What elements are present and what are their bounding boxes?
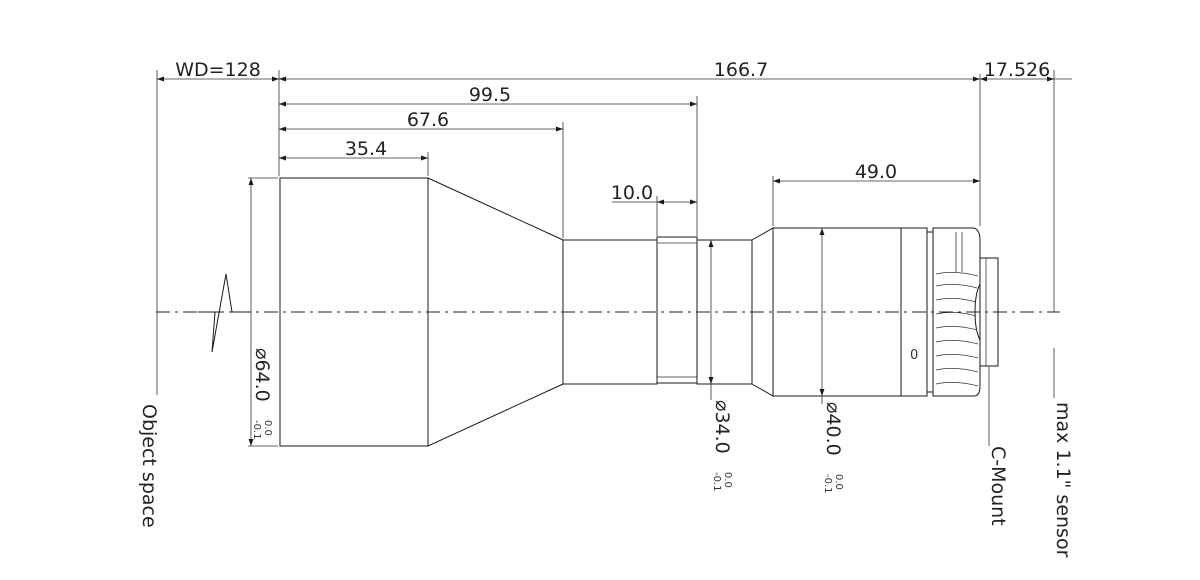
dim-67-6: 67.6 <box>407 109 449 131</box>
svg-text:-0.1: -0.1 <box>711 472 722 492</box>
svg-text:0.0: 0.0 <box>262 420 273 436</box>
extension-lines <box>156 70 1055 447</box>
svg-text:0.0: 0.0 <box>722 472 733 488</box>
dim-10-0: 10.0 <box>611 182 653 204</box>
label-object-space: Object space <box>138 404 160 528</box>
axis-break-symbol <box>198 273 245 353</box>
dim-wd: WD=128 <box>175 59 261 81</box>
svg-text:-0.1: -0.1 <box>251 420 262 440</box>
dim-99-5: 99.5 <box>469 84 511 106</box>
dim-dia-40: ⌀40.0 0.0 -0.1 <box>822 402 844 494</box>
label-c-mount: C-Mount <box>987 446 1009 526</box>
iris-ring-mark: 0 <box>910 348 918 363</box>
focus-ring <box>656 236 698 384</box>
svg-text:⌀64.0: ⌀64.0 <box>251 348 273 402</box>
dim-flange-back: 17.526 <box>984 59 1050 81</box>
svg-text:⌀40.0: ⌀40.0 <box>822 402 844 456</box>
svg-text:⌀34.0: ⌀34.0 <box>711 400 733 454</box>
dim-total-length: 166.7 <box>714 59 768 81</box>
label-sensor: max 1.1" sensor <box>1052 402 1074 558</box>
dim-49-0: 49.0 <box>855 161 897 183</box>
dim-35-4: 35.4 <box>345 138 387 160</box>
dim-dia-64: ⌀64.0 0.0 -0.1 <box>251 348 273 440</box>
svg-text:-0.1: -0.1 <box>822 474 833 494</box>
dim-dia-34: ⌀34.0 0.0 -0.1 <box>711 400 733 492</box>
svg-text:0.0: 0.0 <box>833 474 844 490</box>
dimension-lines <box>157 76 1072 446</box>
knurled-lock-ring <box>932 227 981 397</box>
